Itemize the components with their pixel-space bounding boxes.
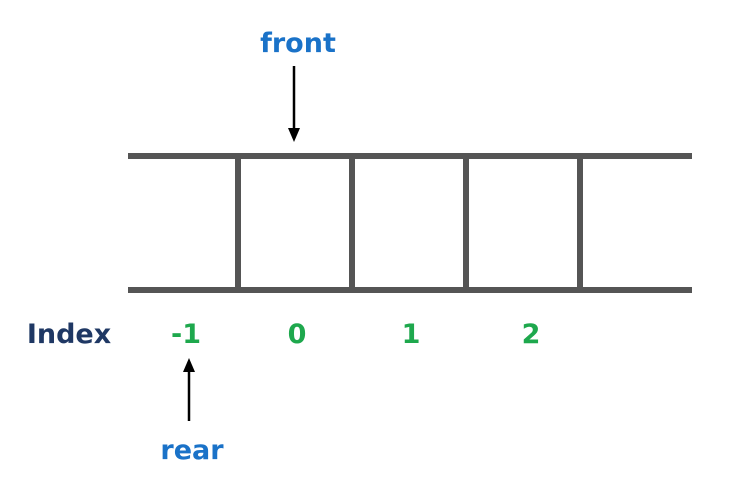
rear-label: rear (160, 435, 224, 466)
front-arrow-head (288, 128, 300, 142)
index-label: Index (27, 319, 111, 350)
front-label: front (260, 28, 336, 59)
index-value: 0 (288, 319, 307, 350)
index-value: 2 (522, 319, 541, 350)
index-value: 1 (402, 319, 421, 350)
rear-arrow-head (183, 358, 195, 372)
index-value: -1 (171, 319, 201, 350)
